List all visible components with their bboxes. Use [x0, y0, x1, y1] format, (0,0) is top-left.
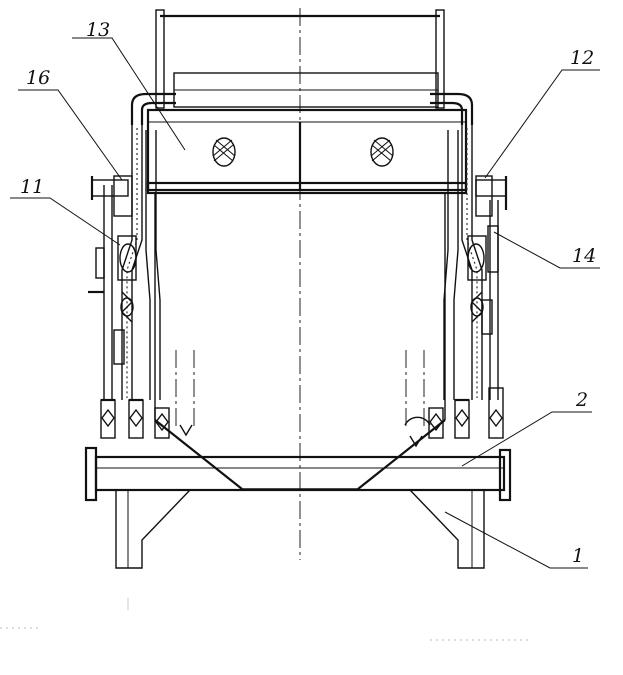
lower-valves-left	[100, 350, 195, 439]
screen-box	[146, 108, 468, 195]
scan-marks	[0, 598, 530, 641]
callout-14: 14	[572, 245, 596, 267]
callout-12: 12	[570, 47, 594, 69]
callout-2: 2	[575, 389, 588, 411]
mesh-window-right	[370, 137, 394, 167]
callout-13: 13	[86, 19, 110, 41]
base-header	[84, 446, 512, 502]
callout-1: 1	[572, 545, 584, 567]
left-fittings	[88, 175, 137, 365]
leader-lines	[10, 37, 600, 569]
mesh-window-left	[212, 137, 236, 167]
base-supports	[115, 489, 485, 569]
lower-valves-right	[404, 350, 504, 448]
right-fittings	[467, 175, 508, 335]
right-risers	[443, 125, 499, 400]
top-frame	[155, 9, 445, 109]
callout-16: 16	[26, 67, 50, 89]
top-pipe-bends	[130, 92, 474, 125]
callout-11: 11	[20, 176, 44, 198]
